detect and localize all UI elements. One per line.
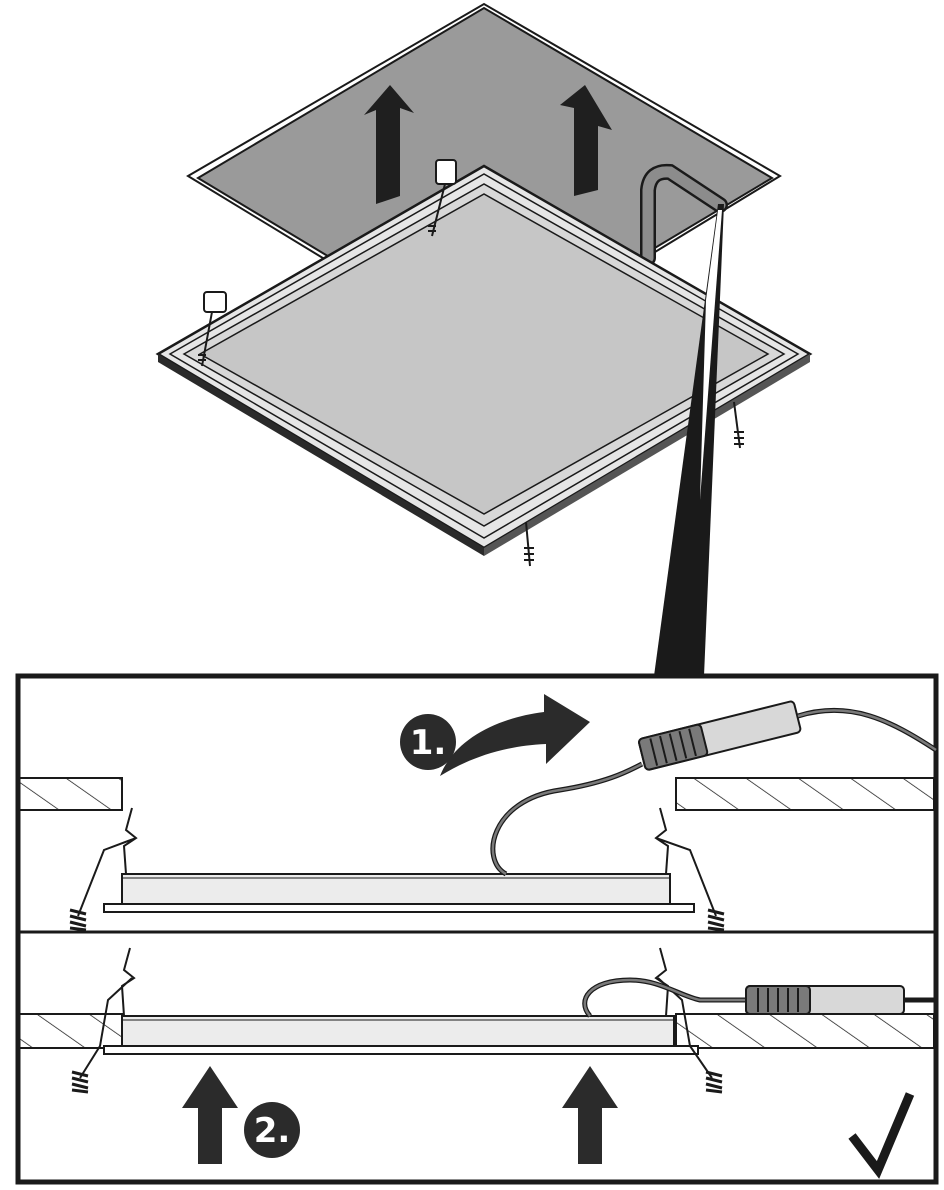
spring-coil [69,908,87,932]
spring-clip [428,159,457,237]
ceiling-section-left [17,1013,123,1049]
led-panel-side [121,1015,675,1049]
checkmark-icon [848,1092,915,1179]
spring-clip [524,521,534,567]
step-2-label: 2. [254,1111,291,1151]
spring-clip [77,807,138,917]
step-1-label: 1. [410,723,447,763]
led-driver [638,700,802,771]
spring-clip [733,401,744,449]
spring-coil [707,908,725,932]
ceiling-section-right [675,1013,935,1049]
spring-clip [79,947,136,1079]
spring-clip [198,291,227,367]
isometric-view [155,2,813,676]
step-badge [400,714,456,770]
spring-coil [705,1070,723,1094]
step-2-section: 2. [17,947,936,1179]
arrow-up-icon [364,85,414,204]
arrow-up-icon [562,1066,618,1164]
detail-panel: 1. [15,673,939,1185]
led-panel-diffuser [198,193,770,515]
ceiling-section-left [17,777,123,811]
ceiling-section-right [675,777,935,811]
arrow-up-icon [560,85,612,196]
arrow-up-icon [182,1066,238,1164]
led-panel-side [121,873,671,907]
step-badge [244,1102,300,1158]
step-1-section: 1. [17,694,938,932]
spring-coil [71,1070,89,1094]
curved-arrow-icon [440,694,590,776]
led-driver [745,985,905,1015]
spring-clip [654,807,717,917]
